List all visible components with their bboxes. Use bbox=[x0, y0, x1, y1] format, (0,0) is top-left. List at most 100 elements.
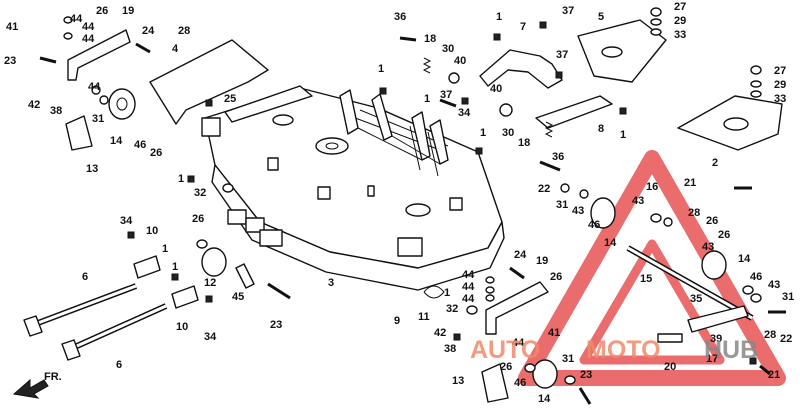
callout-label: 32 bbox=[194, 187, 206, 199]
callout-label: 23 bbox=[580, 369, 592, 381]
callout-label: 44 bbox=[70, 13, 83, 25]
callout-label: 1 bbox=[424, 93, 430, 105]
roller-right bbox=[590, 197, 616, 229]
callout-label: 42 bbox=[28, 99, 40, 111]
callout-label: 31 bbox=[562, 353, 574, 365]
callout-label: 28 bbox=[764, 329, 776, 341]
callout-label: 29 bbox=[674, 15, 686, 27]
front-direction-label: FR. bbox=[44, 371, 62, 383]
callout-label: 10 bbox=[146, 225, 158, 237]
callout-label: 20 bbox=[664, 361, 676, 373]
roller-center bbox=[201, 247, 227, 277]
callout-label: 13 bbox=[452, 375, 464, 387]
watermark-hub: HUB bbox=[704, 336, 758, 364]
bracket-8 bbox=[535, 95, 613, 129]
callout-label: 41 bbox=[548, 327, 560, 339]
callout-label: 16 bbox=[646, 181, 658, 193]
callout-label: 26 bbox=[500, 361, 512, 373]
callout-label: 1 bbox=[162, 243, 168, 255]
roller-left bbox=[108, 88, 136, 120]
mower-deck-housing bbox=[201, 85, 505, 291]
link-10-bottom bbox=[171, 285, 199, 309]
callout-label: 35 bbox=[690, 293, 702, 305]
plate-20 bbox=[657, 333, 683, 343]
callout-label: 19 bbox=[536, 255, 548, 267]
callout-label: 12 bbox=[204, 277, 216, 289]
callout-label: 46 bbox=[514, 377, 526, 389]
callout-label: 33 bbox=[674, 29, 686, 41]
callout-label: 26 bbox=[706, 215, 718, 227]
callout-label: 18 bbox=[518, 137, 530, 149]
callout-label: 40 bbox=[454, 55, 466, 67]
callout-label: 29 bbox=[774, 79, 786, 91]
callout-label: 30 bbox=[502, 127, 514, 139]
spring-18-top bbox=[422, 57, 432, 74]
callout-label: 15 bbox=[640, 273, 652, 285]
callout-label: 43 bbox=[632, 195, 644, 207]
bracket-7 bbox=[479, 49, 563, 89]
shaft-15 bbox=[626, 245, 754, 321]
callout-label: 39 bbox=[710, 333, 722, 345]
callout-label: 26 bbox=[96, 5, 108, 17]
callout-label: 40 bbox=[490, 83, 502, 95]
callout-label: 1 bbox=[378, 63, 384, 75]
callout-label: 9 bbox=[394, 315, 400, 327]
callout-label: 31 bbox=[92, 113, 104, 125]
callout-label: 1 bbox=[172, 261, 178, 273]
callout-label: 23 bbox=[4, 55, 16, 67]
callout-label: 21 bbox=[768, 369, 780, 381]
callout-label: 36 bbox=[394, 11, 406, 23]
callout-label: 43 bbox=[702, 241, 714, 253]
callout-label: 44 bbox=[512, 337, 525, 349]
callout-label: 37 bbox=[556, 49, 568, 61]
callout-label: 14 bbox=[538, 393, 551, 405]
callout-label: 6 bbox=[116, 359, 122, 371]
spring-18-right bbox=[544, 121, 554, 138]
discharge-shield bbox=[149, 39, 269, 125]
callout-label: 23 bbox=[270, 319, 282, 331]
callout-label: 45 bbox=[232, 291, 244, 303]
callout-label: 11 bbox=[418, 311, 430, 323]
callout-label: 26 bbox=[718, 229, 730, 241]
pin-45 bbox=[235, 263, 255, 289]
rod-6-upper bbox=[23, 283, 138, 337]
watermark-auto: AUTO bbox=[470, 336, 540, 364]
bracket-13-left bbox=[65, 115, 93, 151]
callout-label: 2 bbox=[712, 157, 718, 169]
callout-label: 31 bbox=[782, 291, 794, 303]
callout-label: 5 bbox=[598, 11, 604, 23]
watermark-triangle-inner bbox=[579, 239, 725, 365]
arm-19-left bbox=[67, 29, 131, 81]
callout-label: 24 bbox=[514, 249, 527, 261]
bracket-13-bottom bbox=[481, 363, 509, 403]
callout-label: 24 bbox=[142, 25, 155, 37]
callout-label: 46 bbox=[588, 219, 600, 231]
bolts bbox=[39, 36, 786, 405]
callout-label: 14 bbox=[738, 253, 751, 265]
plate-35 bbox=[687, 305, 749, 333]
roller-bottom bbox=[532, 359, 558, 389]
watermark-moto: MOTO bbox=[586, 336, 661, 364]
callout-label: 18 bbox=[424, 33, 436, 45]
callout-label: 10 bbox=[176, 321, 188, 333]
arm-19-bottom bbox=[485, 281, 549, 335]
callout-label: 26 bbox=[192, 213, 204, 225]
callout-label: 38 bbox=[444, 343, 456, 355]
callout-label: 43 bbox=[768, 279, 780, 291]
watermark-text: AUTO MOTO HUB bbox=[470, 336, 758, 364]
callout-label: 4 bbox=[172, 43, 179, 55]
roller-far-right bbox=[701, 250, 727, 280]
callout-label: 19 bbox=[122, 5, 134, 17]
callout-label: 37 bbox=[562, 5, 574, 17]
callout-label: 26 bbox=[550, 271, 562, 283]
callout-label: 34 bbox=[120, 215, 133, 227]
callout-label: 44 bbox=[462, 269, 475, 281]
link-10-top bbox=[133, 255, 161, 279]
callout-label: 27 bbox=[674, 1, 686, 13]
callout-label: 36 bbox=[552, 151, 564, 163]
callout-numbers: 44 26 19 41 44 44 24 23 42 38 44 31 14 4… bbox=[4, 1, 794, 405]
callout-label: 32 bbox=[446, 303, 458, 315]
callout-label: 28 bbox=[688, 207, 700, 219]
